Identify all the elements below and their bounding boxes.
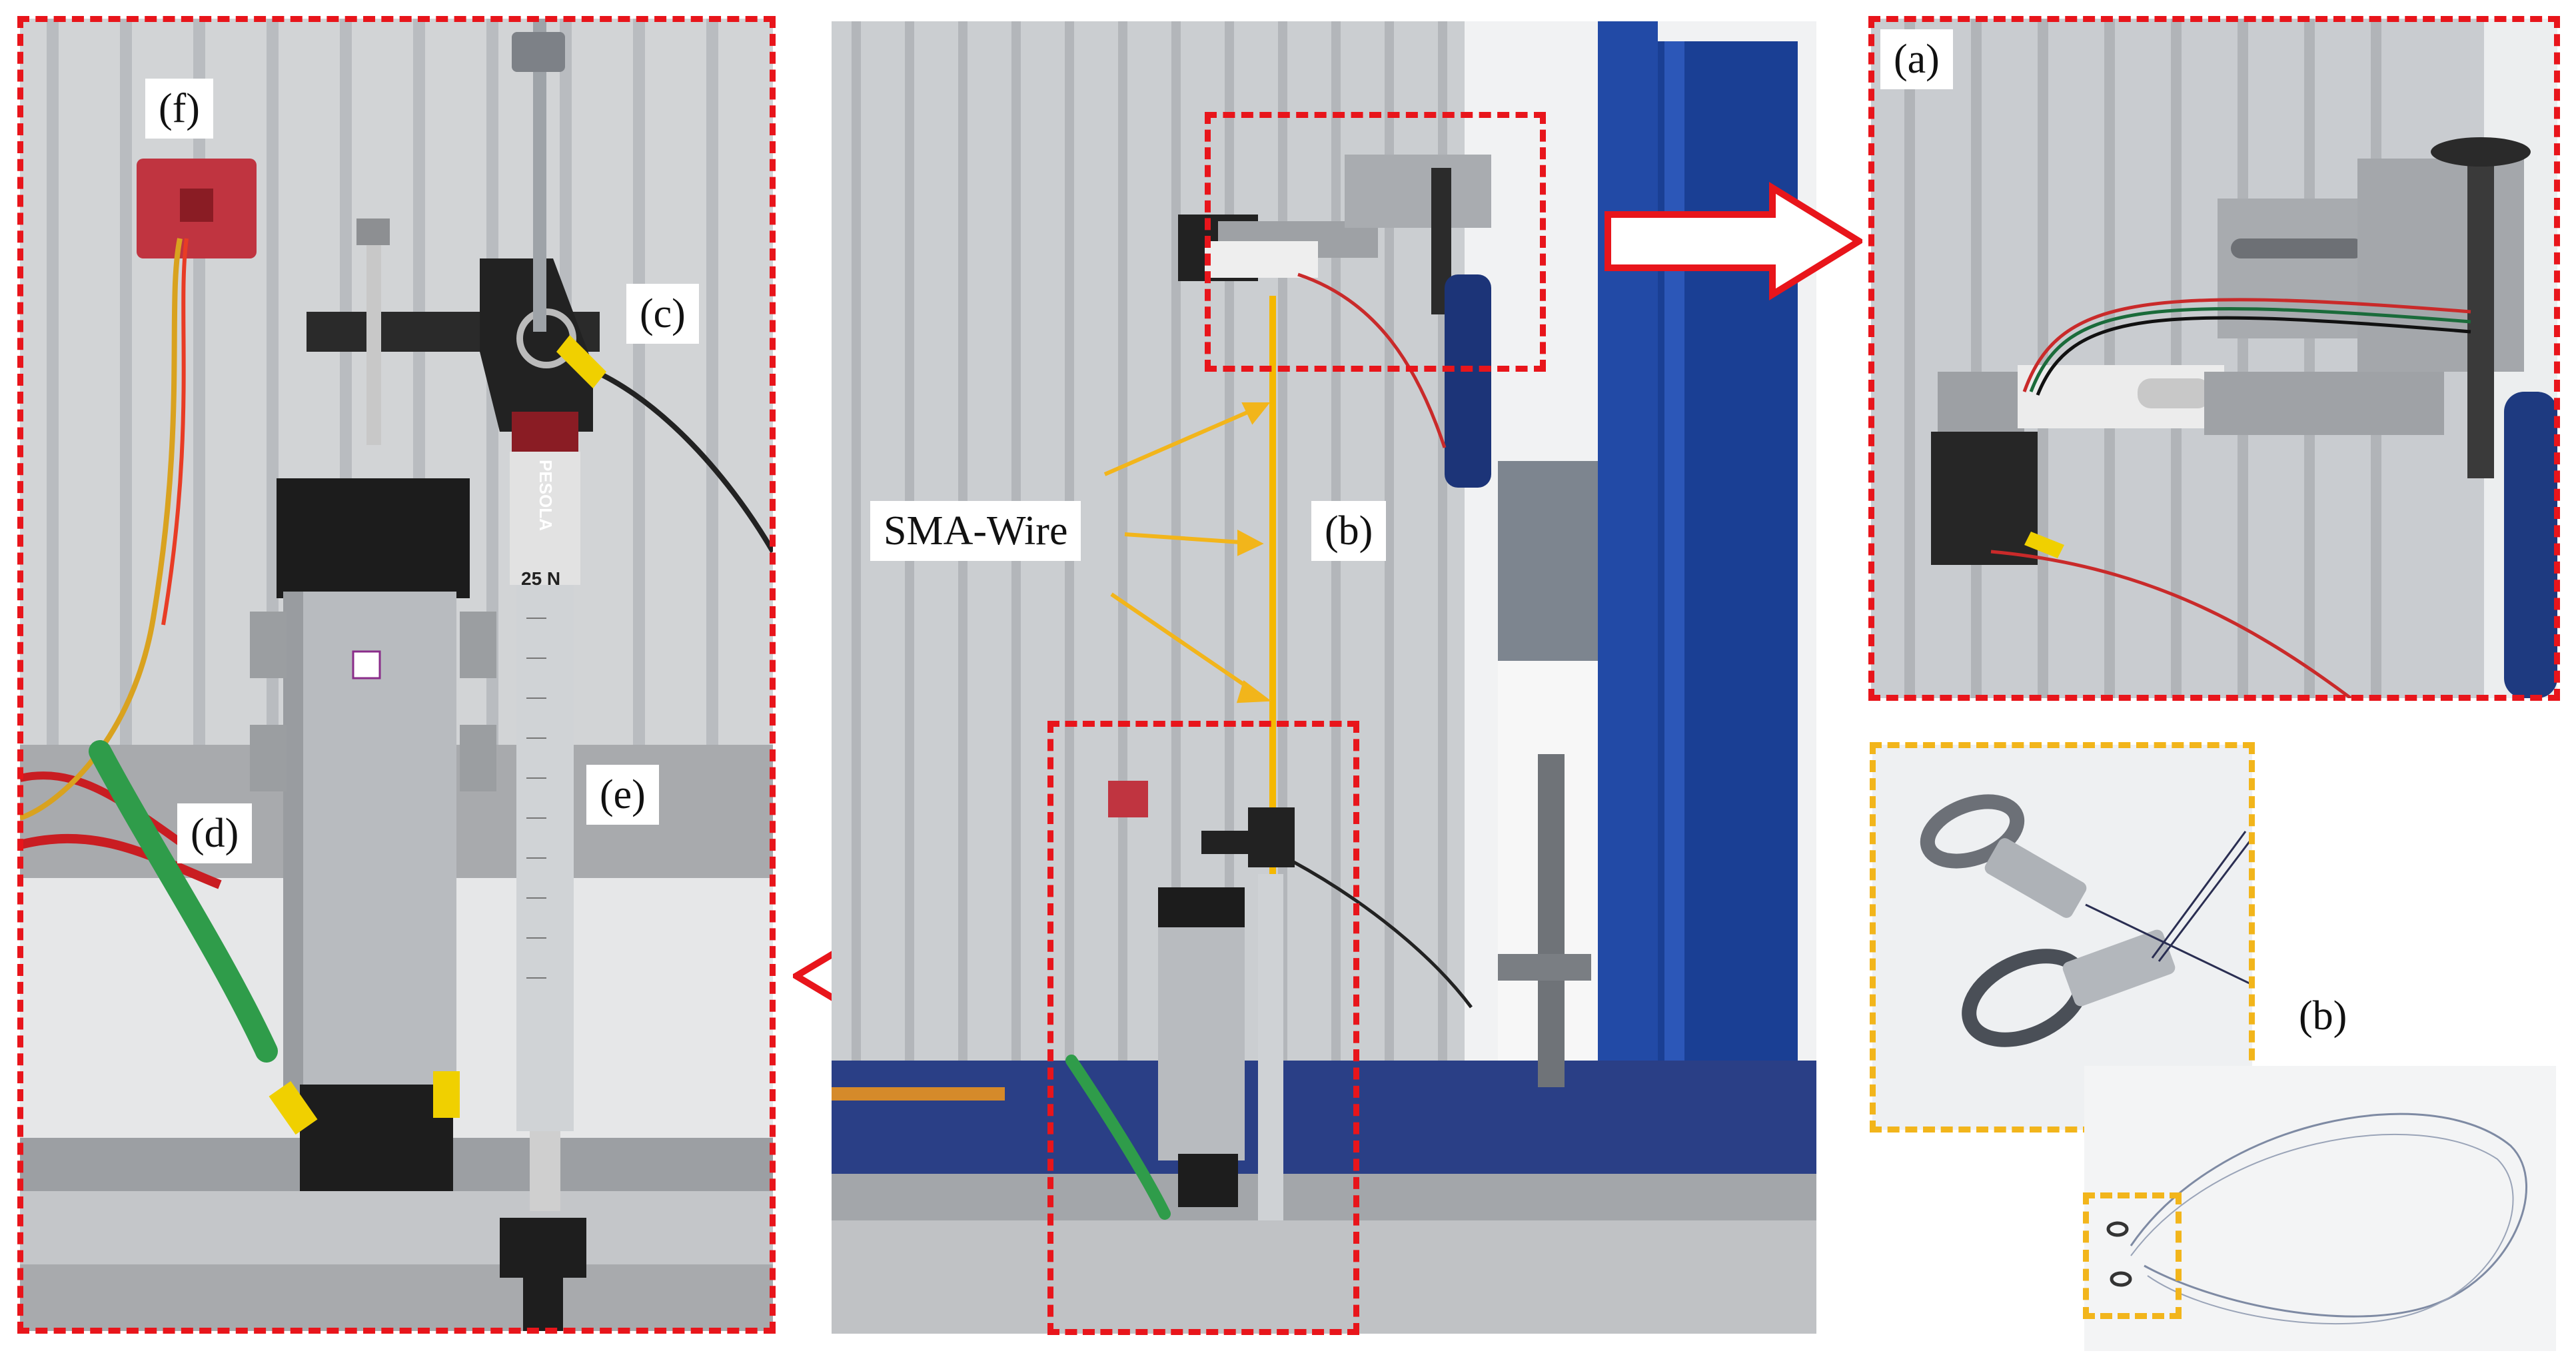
label-e: (e) bbox=[586, 765, 659, 825]
label-b-center: (b) bbox=[1311, 501, 1387, 561]
load-cell-detail-photo bbox=[1871, 19, 2557, 698]
load-cell-illustration bbox=[1871, 19, 2557, 698]
left-detail-photo: PESOLA 25 N bbox=[20, 19, 773, 1331]
center-top-highlight-frame bbox=[1205, 112, 1546, 372]
crimp-closeup-photo bbox=[1872, 745, 2252, 1130]
center-bottom-highlight-frame bbox=[1047, 721, 1359, 1335]
sma-wire-pointer-lines bbox=[1103, 402, 1272, 703]
label-b-right: (b) bbox=[2285, 986, 2361, 1046]
label-a: (a) bbox=[1880, 29, 1953, 89]
left-detail-frame bbox=[17, 16, 776, 1334]
scale-range-text: 25 N bbox=[521, 568, 560, 589]
label-sma-wire: SMA-Wire bbox=[870, 501, 1081, 561]
arrow-right-icon bbox=[1605, 182, 1862, 300]
wire-loop-illustration bbox=[2084, 1066, 2556, 1351]
label-f: (f) bbox=[145, 79, 213, 139]
wire-loop-photo bbox=[2084, 1066, 2556, 1351]
scale-brand-text: PESOLA bbox=[536, 460, 556, 531]
crimp-closeup-frame bbox=[1870, 742, 2255, 1132]
crimp-closeup-illustration bbox=[1872, 745, 2252, 1130]
left-detail-illustration: PESOLA 25 N bbox=[20, 19, 773, 1331]
load-cell-detail-frame bbox=[1868, 16, 2560, 701]
label-c: (c) bbox=[626, 284, 699, 344]
label-d: (d) bbox=[177, 803, 253, 863]
wire-end-highlight-frame bbox=[2083, 1192, 2182, 1319]
